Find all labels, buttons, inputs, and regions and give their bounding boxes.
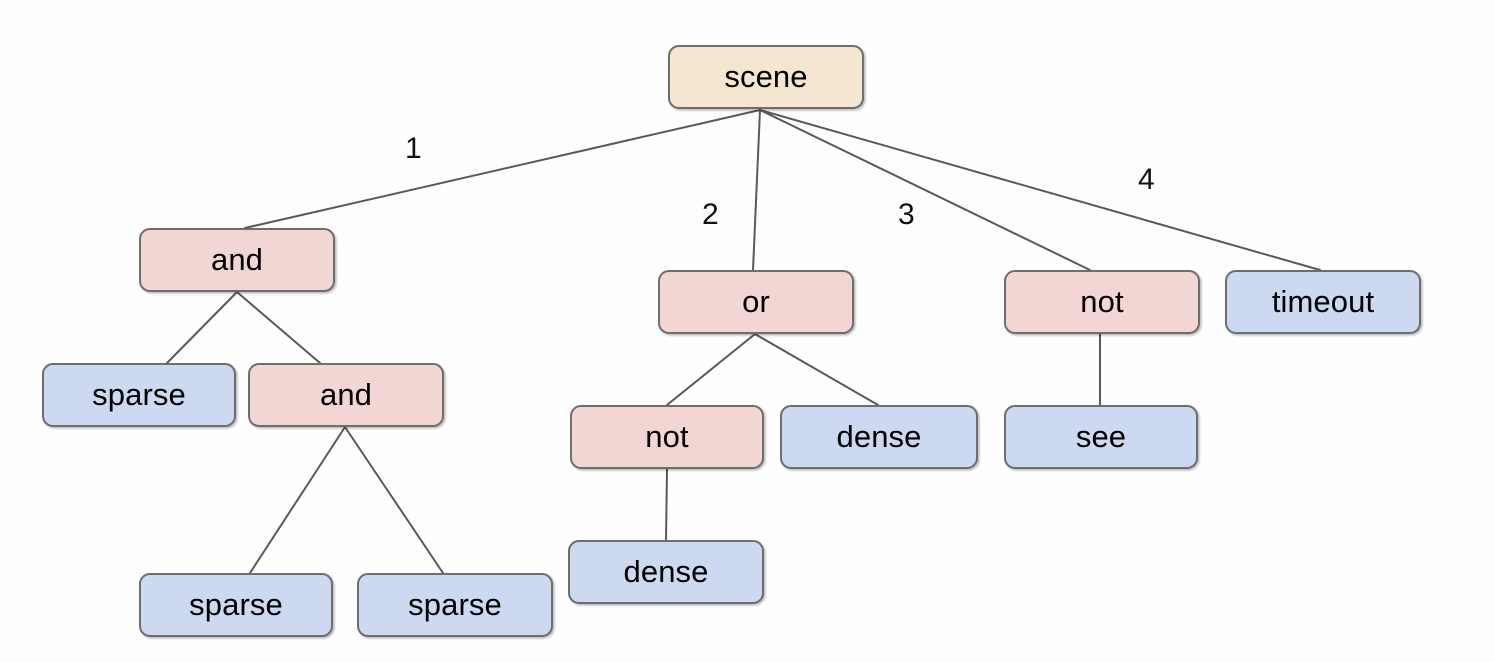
edge-label-4: 4 bbox=[1138, 163, 1155, 196]
tree-node-sparse3[interactable]: sparse bbox=[357, 573, 553, 637]
tree-node-label: and bbox=[319, 376, 373, 412]
tree-edge bbox=[754, 333, 879, 406]
tree-node-dense1[interactable]: dense bbox=[780, 405, 978, 469]
tree-node-sparse2[interactable]: sparse bbox=[139, 573, 333, 637]
tree-node-label: not bbox=[1080, 283, 1124, 319]
edge-label-2: 2 bbox=[702, 198, 719, 231]
tree-node-not2[interactable]: not bbox=[570, 405, 764, 469]
tree-node-timeout[interactable]: timeout bbox=[1225, 270, 1421, 334]
tree-node-label: dense bbox=[623, 553, 709, 589]
tree-edge bbox=[236, 291, 321, 364]
tree-node-label: scene bbox=[724, 58, 808, 94]
tree-node-label: sparse bbox=[408, 586, 502, 622]
tree-edge bbox=[759, 109, 1321, 271]
tree-edge bbox=[665, 468, 668, 541]
tree-edge bbox=[166, 291, 238, 364]
tree-node-label: see bbox=[1075, 418, 1127, 454]
tree-node-and2[interactable]: and bbox=[248, 363, 444, 427]
tree-node-scene[interactable]: scene bbox=[668, 45, 864, 109]
tree-edge bbox=[666, 333, 756, 406]
tree-edge bbox=[249, 426, 346, 574]
tree-edge bbox=[752, 109, 761, 271]
edge-label-3: 3 bbox=[898, 198, 915, 231]
tree-node-label: sparse bbox=[92, 376, 186, 412]
tree-edge bbox=[344, 426, 444, 574]
tree-node-label: or bbox=[742, 283, 770, 319]
edge-label-1: 1 bbox=[405, 132, 422, 165]
tree-node-label: not bbox=[645, 418, 689, 454]
tree-node-sparse1[interactable]: sparse bbox=[42, 363, 236, 427]
tree-node-and1[interactable]: and bbox=[139, 228, 335, 292]
tree-node-label: and bbox=[210, 241, 264, 277]
tree-node-label: sparse bbox=[189, 586, 283, 622]
tree-edge bbox=[759, 109, 1091, 271]
tree-node-see[interactable]: see bbox=[1004, 405, 1198, 469]
tree-node-label: timeout bbox=[1271, 283, 1375, 319]
tree-node-label: dense bbox=[836, 418, 922, 454]
tree-edge bbox=[244, 109, 761, 229]
tree-node-dense2[interactable]: dense bbox=[568, 540, 764, 604]
tree-node-not1[interactable]: not bbox=[1004, 270, 1200, 334]
tree-node-or1[interactable]: or bbox=[658, 270, 854, 334]
